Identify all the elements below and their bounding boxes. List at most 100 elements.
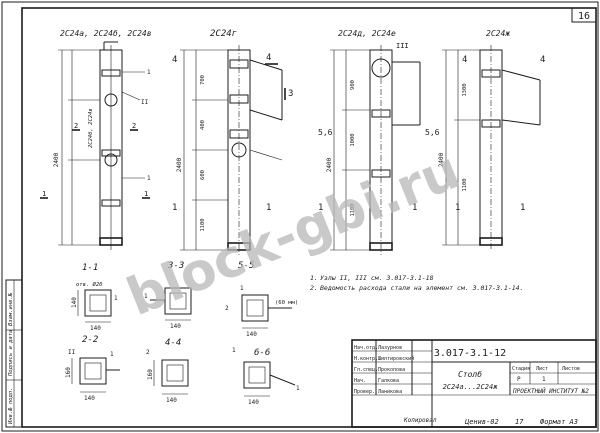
svg-text:140: 140 [90,325,101,332]
svg-text:1: 1 [172,203,177,213]
section-5-5: 5-5 (60 мм) 140 1 2 [225,261,298,338]
svg-text:1: 1 [114,295,118,302]
title-line-2: 2С24а...2С24ж [443,383,499,391]
svg-text:Прокопова: Прокопова [378,367,405,373]
section-5-5-label: 5-5 [238,261,254,271]
svg-text:1: 1 [42,190,46,198]
stage-value: Р [517,376,521,383]
sheets-header: Листов [562,366,580,372]
format-number: 17 [515,418,524,426]
note-2: Ведомость расхода стали на элемент см. 3… [320,284,524,292]
svg-text:1.: 1. [310,274,318,282]
strip-sign-label: Подпись и дата [8,330,14,377]
svg-text:2: 2 [74,122,78,130]
section-2-2: 2-2 140 160 1 II [65,335,120,402]
doc-code: 3.017-3.1-12 [434,348,506,359]
svg-text:4: 4 [540,55,545,65]
svg-text:140: 140 [166,397,177,404]
view-2: 2С24г 2400 700 400 600 1100 4 3 4 1 1 [172,29,293,255]
svg-text:2.: 2. [310,284,318,292]
svg-text:2: 2 [225,305,229,312]
sheet-value: 1 [542,376,546,383]
section-6-6: 6-6 140 1 1 [232,347,300,406]
strip-vzam-label: Взам.инв.№ [8,292,14,326]
svg-text:160: 160 [147,369,154,380]
sign-row: Гл.спец. Прокопова [354,367,405,373]
svg-text:Провер.: Провер. [354,389,375,395]
section-6-6-label: 6-6 [254,348,270,358]
section-1-1: 1-1 отв. Ø20 140 140 1 [71,263,118,332]
svg-text:4: 4 [172,55,177,65]
svg-text:1: 1 [455,203,460,213]
svg-text:1: 1 [266,203,271,213]
svg-text:140: 140 [248,399,259,406]
svg-text:900: 900 [350,80,356,90]
sign-row: Нач. Галкова [354,378,399,384]
inv-number: Ценив-02 [464,418,499,426]
view-1: 2С24а, 2С24б, 2С24в 2400 1 II 1 2С24б, 2… [40,28,152,250]
svg-text:3: 3 [288,89,293,99]
otv-label: отв. Ø20 [76,281,103,288]
svg-text:Н.контр.: Н.контр. [354,356,378,362]
svg-text:Нач.отд.: Нач.отд. [354,345,378,351]
strip-inv-label: Инв.№ подл. [8,388,14,425]
svg-text:1: 1 [147,175,151,182]
svg-text:1: 1 [296,385,300,392]
svg-text:Ланикова: Ланикова [378,389,402,395]
svg-text:4: 4 [266,53,271,63]
v1-side-note: 2С24б, 2С24в [87,108,94,148]
svg-text:1000: 1000 [350,133,356,146]
sign-row: Н.контр. Шилтировский [354,356,414,362]
svg-text:1100: 1100 [350,203,356,216]
view-1-title: 2С24а, 2С24б, 2С24в [60,28,152,38]
svg-text:600: 600 [200,170,206,180]
inner-frame [21,7,597,428]
svg-text:140: 140 [71,297,78,308]
svg-text:1300: 1300 [462,83,468,96]
svg-text:1: 1 [232,347,236,354]
v1-total-dim: 2400 [53,152,60,167]
sheet-number: 16 [578,11,590,22]
svg-text:5,6: 5,6 [318,128,333,137]
svg-text:1100: 1100 [462,178,468,191]
svg-text:Галкова: Галкова [378,378,399,384]
svg-text:1100: 1100 [200,218,206,231]
svg-text:(60 мм): (60 мм) [275,300,298,306]
svg-text:II: II [141,99,149,106]
format-label: Формат А3 [540,418,578,426]
svg-text:Гл.спец.: Гл.спец. [354,367,378,373]
svg-text:400: 400 [200,120,206,130]
svg-text:1: 1 [110,351,114,358]
svg-text:4: 4 [462,55,467,65]
svg-text:140: 140 [84,395,95,402]
svg-text:1: 1 [144,293,148,300]
sign-row: Провер. Ланикова [354,389,402,395]
svg-text:140: 140 [170,323,181,330]
svg-text:II: II [68,349,76,356]
section-4-4: 4-4 140 160 2 [146,338,189,404]
svg-text:2400: 2400 [326,157,333,172]
svg-text:160: 160 [65,367,72,378]
view-3-title: 2С24д, 2С24е [338,29,396,38]
notes: 1. Узлы II, III см. 3.017-3.1-18 2. Ведо… [310,274,524,292]
section-3-3-label: 3-3 [167,261,184,271]
view-4: 2С24ж 2400 1300 1100 4 4 1 1 [438,29,545,250]
svg-text:1: 1 [318,203,323,213]
svg-text:1: 1 [240,285,244,292]
title-block: 3.017-3.1-12 Нач.отд. Лазурнов Н.контр. … [351,339,597,428]
section-3-3: 3-3 140 1 [144,261,192,330]
note-1: Узлы II, III см. 3.017-3.1-18 [320,274,434,282]
svg-text:2400: 2400 [438,152,445,167]
svg-text:2: 2 [146,349,150,356]
stage-header: Стадия [512,366,530,372]
svg-text:Нач.: Нач. [354,378,366,384]
view-3: 2С24д, 2С24е 2400 900 1000 1100 III 5,6 … [318,29,440,255]
svg-text:5,6: 5,6 [425,128,440,137]
org-name: ПРОЕКТНЫЙ ИНСТИТУТ №2 [512,388,589,395]
copied-label: Копировал [403,417,437,424]
svg-text:1: 1 [147,69,151,76]
svg-text:1: 1 [144,190,148,198]
section-2-2-label: 2-2 [82,335,98,345]
